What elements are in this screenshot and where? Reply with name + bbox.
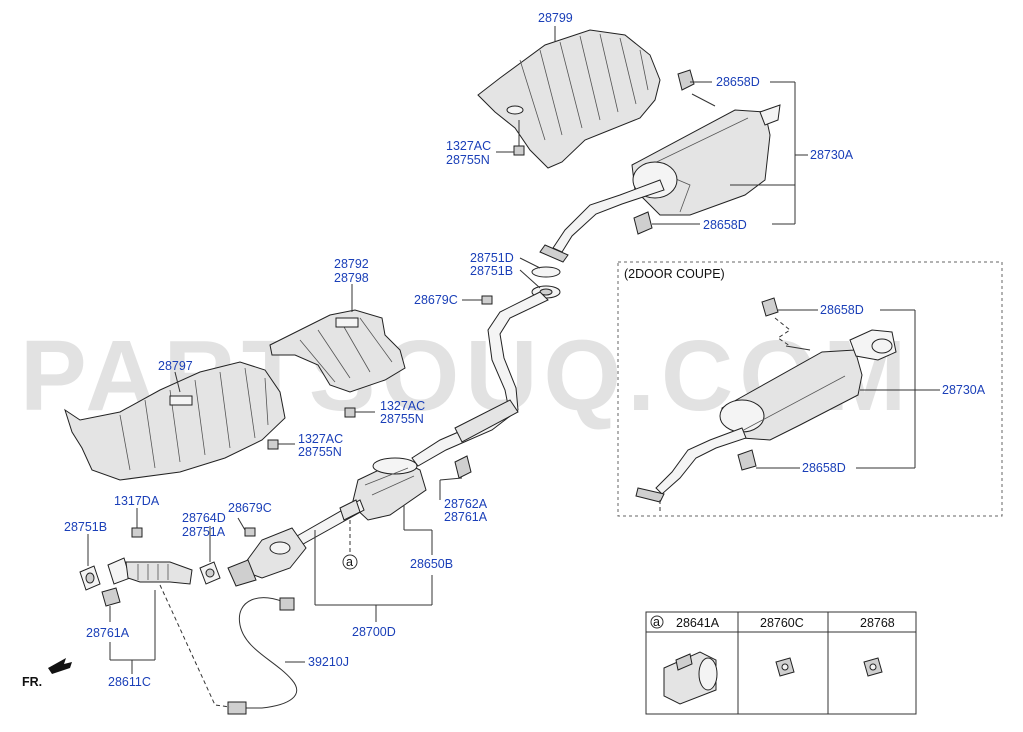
label-coupe-28658d-bottom[interactable]: 28658D bbox=[802, 461, 846, 475]
legend-table: a 28641A 28760C 28768 bbox=[645, 611, 917, 715]
front-pipe-28700d[interactable] bbox=[289, 499, 365, 549]
arrow-icon bbox=[48, 658, 72, 674]
heat-shield-28799[interactable] bbox=[477, 29, 661, 169]
hanger-28658d-top[interactable] bbox=[677, 69, 716, 107]
hanger-28768[interactable] bbox=[863, 657, 883, 677]
label-28730a[interactable]: 28730A bbox=[810, 148, 854, 162]
label-1327ac-a[interactable]: 1327AC bbox=[446, 139, 491, 153]
hanger-28760c[interactable] bbox=[775, 657, 795, 677]
label-coupe-28658d-top[interactable]: 28658D bbox=[820, 303, 864, 317]
coupe-variant-box: (2DOOR COUPE) 28658D 28730A bbox=[617, 261, 1003, 517]
nut-28679c-top[interactable] bbox=[481, 295, 493, 305]
coupe-hanger-bottom[interactable] bbox=[737, 449, 757, 471]
label-28679c-top[interactable]: 28679C bbox=[414, 293, 458, 307]
oxygen-sensor-39210j[interactable] bbox=[227, 597, 298, 715]
rear-muffler-28730a[interactable] bbox=[631, 104, 781, 216]
label-28761a-left[interactable]: 28761A bbox=[86, 626, 130, 640]
gasket-28751b-left[interactable] bbox=[79, 565, 101, 591]
catalytic-converter[interactable] bbox=[227, 527, 307, 587]
clamp-28641a[interactable] bbox=[663, 651, 718, 705]
leader-lines bbox=[87, 26, 808, 674]
svg-text:a: a bbox=[346, 555, 353, 569]
nut-1327ac-top[interactable] bbox=[513, 145, 525, 156]
label-28751b-left[interactable]: 28751B bbox=[64, 520, 107, 534]
part-labels: 28799 28658D 28730A 28658D 1327AC 28755N… bbox=[64, 11, 854, 689]
label-28658d-top[interactable]: 28658D bbox=[716, 75, 760, 89]
label-28764d[interactable]: 28764D bbox=[182, 511, 226, 525]
nut-1327ac-c[interactable] bbox=[267, 439, 279, 450]
label-28658d-mid[interactable]: 28658D bbox=[703, 218, 747, 232]
heat-shield-28792[interactable] bbox=[269, 309, 406, 393]
nut-1317da[interactable] bbox=[131, 527, 143, 538]
label-28755n-b[interactable]: 28755N bbox=[380, 412, 424, 426]
hanger-28762a[interactable] bbox=[454, 455, 472, 479]
center-muffler-28650b[interactable] bbox=[351, 457, 427, 521]
label-28755n-c[interactable]: 28755N bbox=[298, 445, 342, 459]
label-28761a-mid[interactable]: 28761A bbox=[444, 510, 488, 524]
marker-a: a bbox=[342, 520, 358, 570]
label-28700d[interactable]: 28700D bbox=[352, 625, 396, 639]
label-28762a[interactable]: 28762A bbox=[444, 497, 488, 511]
gasket-28751b-top[interactable] bbox=[531, 285, 561, 299]
label-coupe-28730a[interactable]: 28730A bbox=[942, 383, 986, 397]
label-1327ac-c[interactable]: 1327AC bbox=[298, 432, 343, 446]
heat-shield-28797[interactable] bbox=[64, 361, 286, 481]
label-28611c[interactable]: 28611C bbox=[108, 675, 151, 689]
coupe-hanger-top[interactable] bbox=[761, 297, 811, 351]
fr-label: FR. bbox=[22, 675, 42, 689]
label-28799[interactable]: 28799 bbox=[538, 11, 573, 25]
label-28679c-left[interactable]: 28679C bbox=[228, 501, 272, 515]
legend-header-3: 28768 bbox=[860, 616, 895, 630]
hanger-28761a-left[interactable] bbox=[101, 587, 121, 607]
label-1317da[interactable]: 1317DA bbox=[114, 494, 160, 508]
label-28751d[interactable]: 28751D bbox=[470, 251, 514, 265]
label-28798[interactable]: 28798 bbox=[334, 271, 369, 285]
legend-header-1: 28641A bbox=[676, 616, 720, 630]
label-28792[interactable]: 28792 bbox=[334, 257, 369, 271]
legend-header-2: 28760C bbox=[760, 616, 804, 630]
nut-1327ac-b[interactable] bbox=[344, 407, 356, 418]
front-direction-indicator: FR. bbox=[22, 658, 72, 689]
nut-28679c-left[interactable] bbox=[244, 527, 256, 537]
hanger-28658d-mid[interactable] bbox=[633, 211, 653, 235]
center-pipe[interactable] bbox=[411, 291, 549, 467]
label-28755n-a[interactable]: 28755N bbox=[446, 153, 490, 167]
label-1327ac-b[interactable]: 1327AC bbox=[380, 399, 425, 413]
gasket-28751d[interactable] bbox=[531, 266, 561, 278]
coupe-box-title: (2DOOR COUPE) bbox=[624, 267, 725, 281]
label-28751b-top[interactable]: 28751B bbox=[470, 264, 513, 278]
label-28751a[interactable]: 28751A bbox=[182, 525, 226, 539]
coupe-tailpipe[interactable] bbox=[635, 427, 747, 503]
legend-marker: a bbox=[653, 615, 660, 629]
tailpipe-front-section[interactable] bbox=[539, 179, 665, 263]
flex-pipe-28611c[interactable] bbox=[125, 561, 193, 585]
label-39210j[interactable]: 39210J bbox=[308, 655, 349, 669]
gasket-28764d[interactable] bbox=[199, 561, 221, 585]
label-28797[interactable]: 28797 bbox=[158, 359, 193, 373]
label-28650b[interactable]: 28650B bbox=[410, 557, 453, 571]
